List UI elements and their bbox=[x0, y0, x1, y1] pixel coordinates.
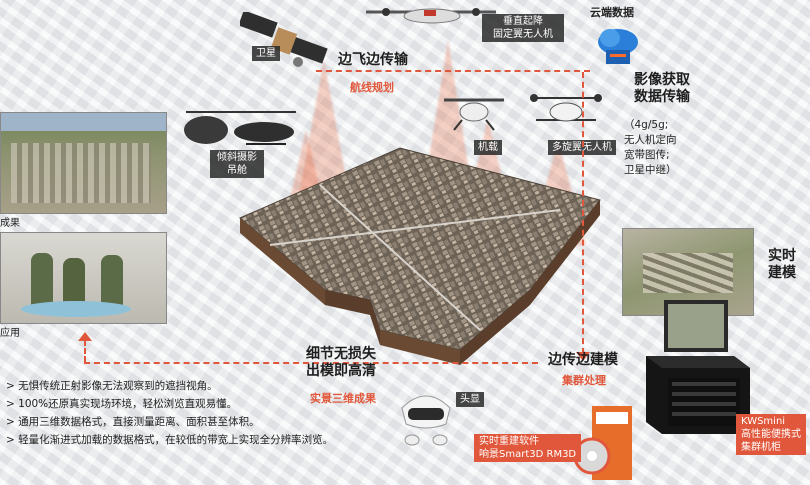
connector-right bbox=[582, 72, 584, 354]
kwsmini-line3: 集群机柜 bbox=[741, 442, 781, 453]
transmit-detail-line3: 宽带图传; bbox=[624, 149, 670, 161]
headset-label: 头显 bbox=[456, 392, 484, 407]
kwsmini-line2: 高性能便携式 bbox=[741, 429, 801, 440]
software-line2: 响景Smart3D RM3D bbox=[479, 449, 577, 460]
vtol-drone-icon bbox=[366, 8, 496, 24]
airship-drone-icon bbox=[444, 98, 504, 131]
connector-bottom bbox=[84, 362, 538, 364]
vtol-label-line2: 固定翼无人机 bbox=[493, 29, 553, 40]
detail-title-line2: 出模即高清 bbox=[306, 363, 376, 379]
realtime-model-line2: 建模 bbox=[768, 265, 796, 281]
city-3d-model bbox=[239, 147, 601, 365]
connector-left bbox=[84, 340, 86, 362]
connector-top bbox=[316, 70, 590, 72]
feature-item: > 轻量化渐进式加载的数据格式，在较低的带宽上实现全分辨率浏览。 bbox=[6, 434, 334, 446]
edge-model-sub: 集群处理 bbox=[562, 374, 606, 387]
transmit-detail: （4g/5g; 无人机定向 宽带图传; 卫星中继） bbox=[624, 118, 677, 178]
cloud-icon bbox=[598, 29, 638, 64]
kwsmini-label: KWSmini 高性能便携式 集群机柜 bbox=[736, 414, 806, 455]
detail-sub: 实景三维成果 bbox=[310, 392, 376, 405]
realtime-model-line1: 实时 bbox=[768, 248, 796, 264]
vtol-label: 垂直起降 固定翼无人机 bbox=[482, 14, 564, 42]
result-label: 成果 bbox=[0, 218, 20, 229]
image-acquire-title: 影像获取 数据传输 bbox=[634, 72, 690, 106]
transmit-detail-line1: （4g/5g; bbox=[624, 119, 669, 131]
arrow-up bbox=[78, 332, 92, 341]
pod-label-line2: 吊舱 bbox=[227, 165, 247, 176]
application-photo bbox=[0, 232, 167, 324]
edge-transfer-title: 边飞边传输 bbox=[338, 52, 408, 68]
feature-item: > 通用三维数据格式，直接测量距离、面积甚至体积。 bbox=[6, 416, 260, 428]
edge-transfer-sub: 航线规划 bbox=[350, 81, 394, 94]
airship-label: 机载 bbox=[474, 140, 502, 155]
edge-model-title: 边传边建模 bbox=[548, 352, 618, 368]
feature-item: > 100%还原真实现场环境，轻松浏览直观易懂。 bbox=[6, 398, 238, 410]
transmit-detail-line4: 卫星中继） bbox=[624, 164, 677, 176]
multirotor-drone-icon bbox=[530, 94, 602, 122]
kwsmini-cabinet-icon bbox=[646, 300, 750, 434]
feature-list: > 无惧传统正射影像无法观察到的遮挡视角。 > 100%还原真实现场环境，轻松浏… bbox=[6, 377, 333, 449]
transmit-detail-line2: 无人机定向 bbox=[624, 134, 677, 146]
kwsmini-line1: KWSmini bbox=[741, 416, 786, 427]
vr-headset-icon bbox=[401, 395, 451, 446]
application-label: 应用 bbox=[0, 328, 20, 339]
software-line1: 实时重建软件 bbox=[479, 436, 539, 447]
satellite-icon bbox=[240, 12, 328, 67]
feature-item: > 无惧传统正射影像无法观察到的遮挡视角。 bbox=[6, 380, 218, 392]
helicopter-icon bbox=[184, 111, 296, 145]
result-photo bbox=[0, 112, 167, 214]
vtol-label-line1: 垂直起降 bbox=[503, 16, 543, 27]
arrow-down bbox=[576, 352, 590, 361]
satellite-label: 卫星 bbox=[252, 46, 280, 61]
pod-label: 倾斜摄影 吊舱 bbox=[210, 150, 264, 178]
image-acquire-line2: 数据传输 bbox=[634, 89, 690, 105]
pod-label-line1: 倾斜摄影 bbox=[217, 152, 257, 163]
cloud-label: 云端数据 bbox=[590, 6, 634, 19]
detail-title: 细节无损失 出模即高清 bbox=[306, 346, 376, 380]
software-label: 实时重建软件 响景Smart3D RM3D bbox=[474, 434, 582, 462]
realtime-model-title: 实时 建模 bbox=[768, 248, 796, 282]
detail-title-line1: 细节无损失 bbox=[306, 346, 376, 362]
software-box-icon bbox=[574, 406, 632, 480]
image-acquire-line1: 影像获取 bbox=[634, 72, 690, 88]
